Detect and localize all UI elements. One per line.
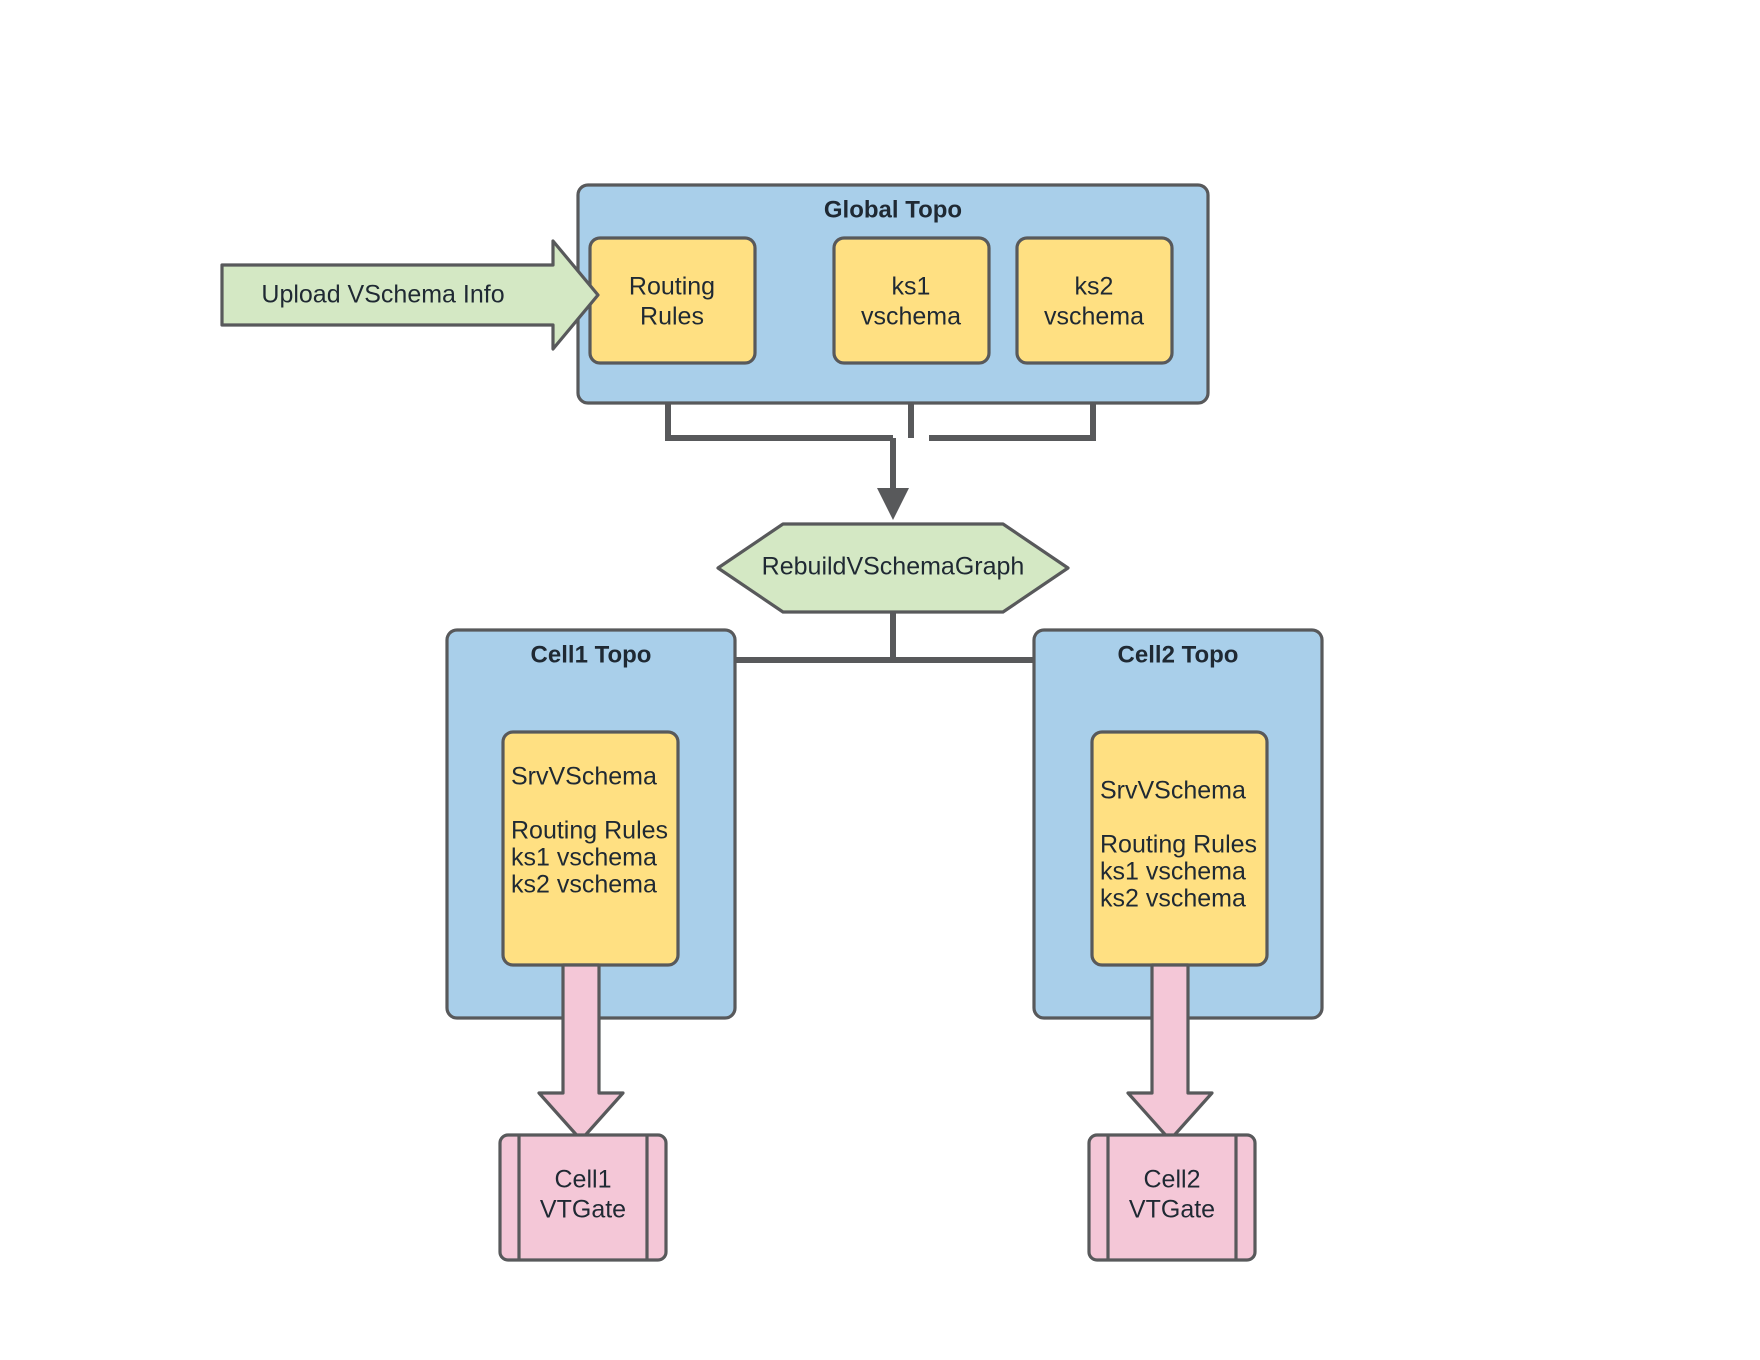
cell2-srvvschema-item-0: Routing Rules	[1100, 831, 1257, 859]
upload-arrow-shape	[220, 239, 600, 351]
cell1-srvvschema-item-1: ks1 vschema	[511, 844, 657, 872]
routing-rules-line1: Routing	[629, 273, 715, 301]
rebuild-vschema-graph-action[interactable]: RebuildVSchemaGraph	[716, 522, 1070, 614]
upload-vschema-info-arrow[interactable]: Upload VSchema Info	[220, 239, 600, 351]
node-ks1-vschema[interactable]: ks1 vschema	[832, 236, 991, 365]
node-routing-rules[interactable]: Routing Rules	[588, 236, 757, 365]
cell1-srvvschema-item-0: Routing Rules	[511, 817, 668, 845]
rebuild-hexagon-shape	[716, 522, 1070, 614]
cell2-vtgate-box	[1087, 1133, 1257, 1262]
rebuild-hexagon-label: RebuildVSchemaGraph	[762, 553, 1025, 581]
global-topo-title: Global Topo	[824, 196, 962, 223]
node-ks2-vschema[interactable]: ks2 vschema	[1015, 236, 1174, 365]
ks1-vschema-line2: vschema	[861, 303, 961, 331]
cell1-topo-title: Cell1 Topo	[531, 641, 652, 668]
cell1-vtgate-node[interactable]: Cell1 VTGate	[498, 1133, 668, 1262]
ks2-vschema-box	[1015, 236, 1174, 365]
cell2-srvvschema-item-2: ks2 vschema	[1100, 885, 1246, 913]
cell1-vtgate-line1: Cell1	[555, 1166, 612, 1194]
ks2-vschema-line1: ks2	[1075, 273, 1114, 301]
ks1-vschema-line1: ks1	[892, 273, 931, 301]
cell2-srvvschema-heading: SrvVSchema	[1100, 777, 1246, 805]
cell2-srvvschema-item-1: ks1 vschema	[1100, 858, 1246, 886]
cell2-topo-title: Cell2 Topo	[1118, 641, 1239, 668]
cell1-vtgate-line2: VTGate	[540, 1196, 626, 1224]
cell2-vtgate-node[interactable]: Cell2 VTGate	[1087, 1133, 1257, 1262]
cell1-vtgate-box	[498, 1133, 668, 1262]
cell1-pink-block-arrow	[537, 963, 625, 1142]
cell2-srvvschema-node[interactable]: SrvVSchema Routing Rules ks1 vschema ks2…	[1090, 730, 1269, 967]
cell2-srvvschema-to-vtgate-arrow	[1126, 963, 1214, 1142]
ks2-vschema-line2: vschema	[1044, 303, 1144, 331]
cell2-vtgate-line1: Cell2	[1144, 1166, 1201, 1194]
ks1-vschema-box	[832, 236, 991, 365]
cell2-pink-block-arrow	[1126, 963, 1214, 1142]
upload-arrow-label: Upload VSchema Info	[261, 281, 504, 309]
cell1-srvvschema-heading: SrvVSchema	[511, 763, 657, 791]
cell1-srvvschema-item-2: ks2 vschema	[511, 871, 657, 899]
cell2-vtgate-line2: VTGate	[1129, 1196, 1215, 1224]
arrowhead-into-rebuild	[877, 488, 909, 520]
cell1-srvvschema-to-vtgate-arrow	[537, 963, 625, 1142]
routing-rules-line2: Rules	[640, 303, 704, 331]
cell1-srvvschema-node[interactable]: SrvVSchema Routing Rules ks1 vschema ks2…	[501, 730, 680, 967]
